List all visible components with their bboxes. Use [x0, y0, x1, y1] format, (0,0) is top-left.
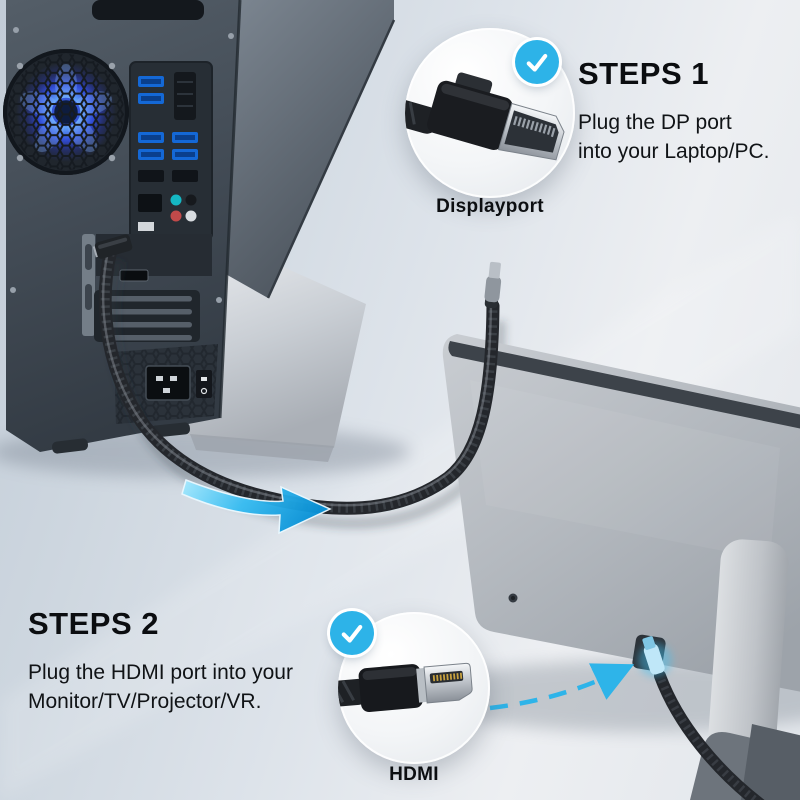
step1-text-block: STEPS 1 Plug the DP port into your Lapto…: [578, 56, 796, 167]
cable-ferrule: [484, 261, 502, 309]
pc-tower: [0, 0, 410, 478]
hdmi-connector: [338, 662, 473, 712]
dp-release-latch: [455, 72, 493, 95]
hdmi-cable-to-monitor: [638, 636, 760, 800]
hdmi-label: HDMI: [389, 764, 439, 785]
step1-title: STEPS 1: [578, 56, 709, 91]
displayport-label: Displayport: [436, 196, 544, 217]
stand-column: [707, 539, 789, 771]
top-vent: [92, 0, 204, 20]
step2-text-block: STEPS 2 Plug the HDMI port into your Mon…: [28, 606, 368, 717]
hdmi-port: [119, 269, 149, 282]
tower-base: [188, 236, 366, 448]
fan-grille: [8, 54, 124, 170]
psu: [114, 344, 218, 424]
tower-foot: [51, 438, 89, 454]
dp-plug-at-pc: [92, 234, 133, 259]
checkmark-icon: [515, 40, 559, 84]
tower-side-panel: [222, 0, 394, 298]
monitor-back-panel: [442, 334, 800, 692]
hdmi-connector-image: [338, 662, 473, 712]
case-fan: [3, 49, 129, 175]
displayport-connector: [405, 72, 565, 161]
checkmark-icon: [330, 611, 374, 655]
monitor-top-edge: [448, 341, 800, 429]
hdmi-plug-at-monitor: [642, 636, 665, 675]
io-ports: [129, 61, 213, 241]
step2-title: STEPS 2: [28, 606, 159, 641]
monitor-stand: [690, 539, 800, 800]
displayport-connector-image: [405, 72, 565, 161]
power-switch: [196, 370, 212, 398]
step1-description: Plug the DP port into your Laptop/PC.: [578, 111, 770, 163]
power-socket: [145, 365, 191, 401]
direction-arrow: [181, 479, 332, 535]
tower-foot: [149, 422, 191, 438]
step2-description: Plug the HDMI port into your Monitor/TV/…: [28, 661, 293, 713]
dp-cable: [92, 234, 502, 508]
displayport-inset-photo: [405, 28, 575, 198]
dashed-arrow: [489, 663, 635, 711]
